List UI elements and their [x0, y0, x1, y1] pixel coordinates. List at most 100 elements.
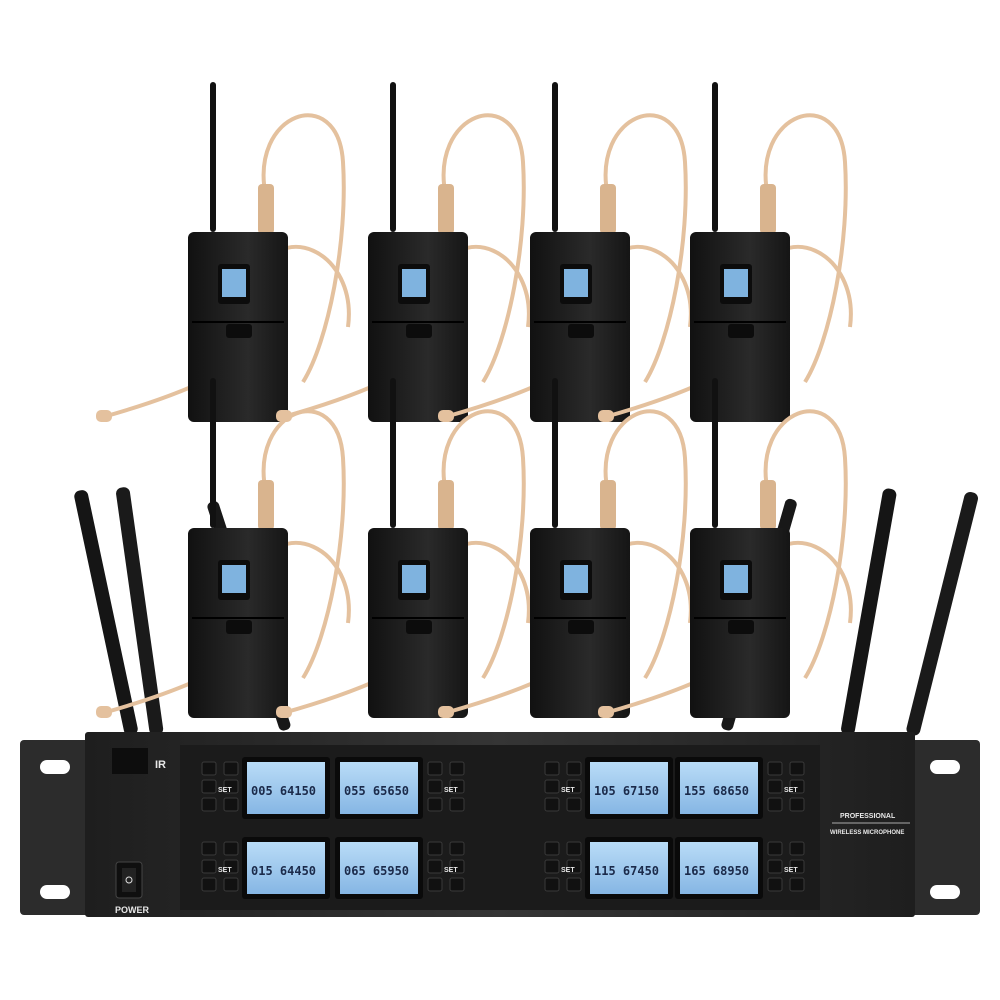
transmitter-display: [222, 269, 246, 297]
set-label: SET: [561, 787, 575, 794]
antenna-rear-left-2: [116, 487, 164, 736]
headset-mic-capsule: [96, 706, 112, 718]
headset-mic-capsule: [96, 410, 112, 422]
channel-button[interactable]: [544, 841, 560, 856]
power-switch-rocker: [122, 868, 136, 892]
channel-display-5: 015 64450 SET: [201, 837, 330, 899]
brand-line-2: WIRELESS MICROPHONE: [830, 830, 904, 836]
transmitter-display: [402, 269, 426, 297]
channel-button[interactable]: [566, 797, 582, 812]
receiver-unit: IR POWER PROFESSIONAL WIRELESS MICROPHON…: [20, 732, 980, 917]
bodypack-transmitter: [276, 82, 531, 422]
rack-ear-right: [905, 740, 980, 915]
channel-button[interactable]: [566, 877, 582, 892]
lcd-frequency: 015 64450: [251, 864, 316, 878]
transmitter-antenna: [552, 378, 558, 528]
channel-button[interactable]: [544, 877, 560, 892]
channel-button[interactable]: [223, 761, 239, 776]
channel-button[interactable]: [789, 877, 805, 892]
headset-cable: [441, 113, 526, 384]
transmitter-antenna: [390, 82, 396, 232]
channel-button[interactable]: [201, 841, 217, 856]
channel-button[interactable]: [544, 761, 560, 776]
transmitter-latch: [728, 324, 754, 338]
channel-button[interactable]: [767, 859, 783, 874]
headset-cable: [603, 113, 688, 384]
transmitter-connector: [600, 480, 616, 530]
set-label: SET: [218, 867, 232, 874]
channel-button[interactable]: [449, 841, 465, 856]
channel-button[interactable]: [427, 859, 443, 874]
transmitter-connector: [258, 480, 274, 530]
channel-button[interactable]: [201, 877, 217, 892]
channel-button[interactable]: [789, 797, 805, 812]
antenna-rear-right-2: [906, 492, 978, 736]
channel-button[interactable]: [767, 779, 783, 794]
channel-button[interactable]: [449, 797, 465, 812]
lcd-screen: [340, 762, 418, 814]
channel-button[interactable]: [767, 877, 783, 892]
channel-button[interactable]: [566, 779, 582, 794]
channel-button[interactable]: [767, 841, 783, 856]
channel-button[interactable]: [223, 797, 239, 812]
headset-cable: [441, 409, 526, 680]
channel-button[interactable]: [427, 779, 443, 794]
channel-button[interactable]: [449, 779, 465, 794]
lcd-screen: [680, 762, 758, 814]
channel-button[interactable]: [201, 797, 217, 812]
channel-button[interactable]: [566, 761, 582, 776]
transmitter-latch: [568, 324, 594, 338]
transmitter-connector: [438, 184, 454, 234]
transmitter-connector: [438, 480, 454, 530]
ir-window: [112, 748, 148, 774]
transmitter-latch: [406, 324, 432, 338]
transmitter-display: [564, 565, 588, 593]
lcd-frequency: 115 67450: [594, 864, 659, 878]
set-label: SET: [784, 787, 798, 794]
channel-button[interactable]: [544, 859, 560, 874]
channel-button[interactable]: [767, 761, 783, 776]
channel-button[interactable]: [449, 877, 465, 892]
channel-button[interactable]: [427, 877, 443, 892]
transmitter-antenna: [712, 378, 718, 528]
headset-cable: [261, 113, 346, 384]
channel-button[interactable]: [201, 779, 217, 794]
channel-button[interactable]: [201, 761, 217, 776]
channel-button[interactable]: [566, 841, 582, 856]
transmitter-latch: [728, 620, 754, 634]
channel-button[interactable]: [427, 761, 443, 776]
channel-button[interactable]: [789, 841, 805, 856]
channel-button[interactable]: [789, 859, 805, 874]
channel-button[interactable]: [223, 877, 239, 892]
channel-button[interactable]: [789, 761, 805, 776]
headset-cable: [603, 409, 688, 680]
channel-button[interactable]: [201, 859, 217, 874]
rack-slot-br: [930, 885, 960, 899]
transmitter-connector: [600, 184, 616, 234]
transmitter-antenna: [210, 378, 216, 528]
antenna-rear-right-1: [841, 488, 897, 736]
headset-cable: [763, 113, 848, 384]
lcd-frequency: 155 68650: [684, 784, 749, 798]
channel-button[interactable]: [544, 797, 560, 812]
channel-button[interactable]: [449, 761, 465, 776]
channel-button[interactable]: [223, 779, 239, 794]
channel-button[interactable]: [223, 841, 239, 856]
transmitter-display: [222, 565, 246, 593]
antenna-rear-left-1: [74, 490, 138, 736]
lcd-frequency: 065 65950: [344, 864, 409, 878]
channel-button[interactable]: [449, 859, 465, 874]
channel-button[interactable]: [223, 859, 239, 874]
channel-button[interactable]: [566, 859, 582, 874]
bodypack-transmitter: [438, 82, 693, 422]
channel-button[interactable]: [544, 779, 560, 794]
channel-button[interactable]: [427, 797, 443, 812]
channel-button[interactable]: [427, 841, 443, 856]
set-label: SET: [218, 787, 232, 794]
bodypack-transmitter: [438, 378, 693, 718]
channel-button[interactable]: [767, 797, 783, 812]
channel-button[interactable]: [789, 779, 805, 794]
